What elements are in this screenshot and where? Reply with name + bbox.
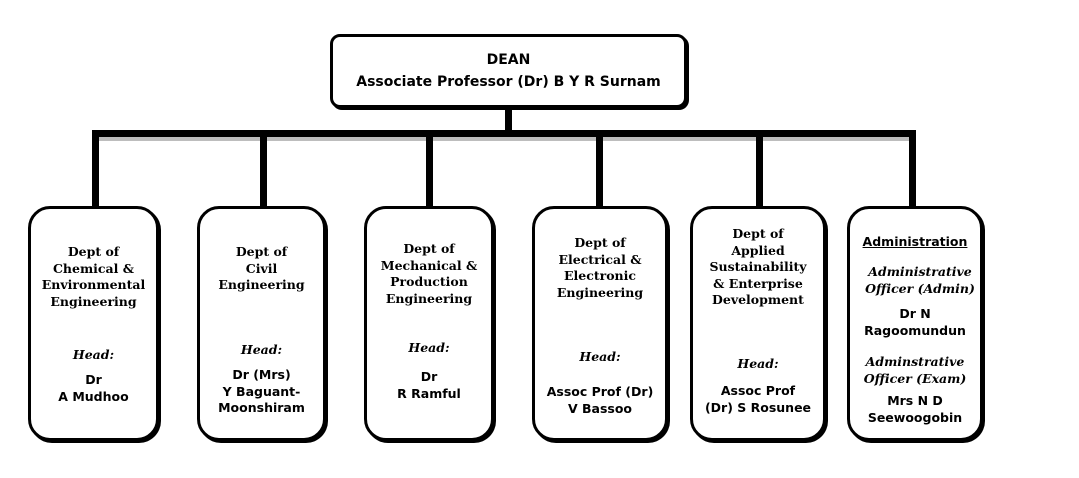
dept-name-line: Chemical & (52, 260, 135, 276)
head-name-line: R Ramful (397, 385, 461, 401)
head-name-line: V Bassoo (567, 400, 633, 416)
dept-name: Dept of Electrical & Electronic Engineer… (539, 235, 661, 301)
dept-name-line: Electronic (564, 268, 636, 283)
dept-name-line: Dept of (403, 241, 455, 256)
head-label: Head: (240, 342, 283, 357)
dept-name: Dept of Civil Engineering (204, 244, 319, 294)
dept-name-line: Engineering (218, 277, 305, 292)
name-line: Ragoomundun (864, 322, 966, 338)
dept-name-line: Electrical & (558, 251, 642, 267)
head-name: Assoc Prof (Dr) S Rosunee (697, 383, 819, 416)
name-line: Dr N (899, 306, 931, 321)
role-line: Officer (Admin) (865, 280, 975, 296)
horizontal-bar (92, 130, 916, 137)
trunk-line (505, 107, 512, 133)
dept-name-line: Environmental (41, 277, 146, 292)
head-name-line: Dr (420, 369, 438, 384)
role-line: Officer (Exam) (863, 370, 967, 386)
dean-box: DEAN Associate Professor (Dr) B Y R Surn… (330, 34, 687, 108)
dept-name-line: & Enterprise (713, 275, 803, 291)
dept-name-line: Engineering (385, 290, 473, 306)
drop-line (260, 130, 267, 208)
dept-name-line: Applied (731, 242, 785, 258)
dept-name-line: Dept of (732, 226, 784, 241)
head-label: Head: (579, 349, 621, 364)
head-label: Head: (737, 356, 779, 371)
dept-name-line: Production (390, 274, 468, 289)
role-line: Adminstrative (865, 354, 965, 369)
head-name-line: (Dr) S Rosunee (704, 399, 812, 415)
dept-name-line: Development (712, 292, 804, 307)
head-name-line: A Mudhoo (58, 388, 129, 404)
dept-name-line: Dept of (235, 244, 288, 259)
drop-line (756, 130, 763, 208)
admin-officer-name: Dr N Ragoomundun (854, 306, 976, 339)
role-line: Administrative (868, 264, 972, 279)
drop-line (596, 130, 603, 208)
dept-name: Dept of Chemical & Environmental Enginee… (35, 244, 152, 310)
dept-mechanical-box: Dept of Mechanical & Production Engineer… (364, 206, 494, 441)
dept-name-line: Engineering (50, 293, 137, 309)
head-name-line: Dr (Mrs) (232, 367, 291, 382)
dept-name-line: Mechanical & (380, 257, 478, 273)
dept-chemical-box: Dept of Chemical & Environmental Enginee… (28, 206, 159, 441)
head-name-line: Assoc Prof (Dr) (546, 384, 654, 399)
dept-applied-sustainability-box: Dept of Applied Sustainability & Enterpr… (690, 206, 826, 441)
admin-officer-role: Administrative Officer (Admin) (854, 264, 976, 297)
drop-line (909, 130, 916, 208)
horizontal-bar-shade (96, 137, 916, 141)
exam-officer-name: Mrs N D Seewoogobin (854, 393, 976, 426)
head-name-line: Y Baguant- (222, 383, 301, 399)
name-line: Seewoogobin (867, 409, 963, 425)
dept-name-line: Dept of (574, 235, 626, 250)
head-name: Dr (Mrs) Y Baguant- Moonshiram (204, 367, 319, 417)
head-name-line: Assoc Prof (720, 383, 796, 398)
dept-name-line: Engineering (556, 284, 644, 300)
drop-line (92, 130, 99, 208)
dept-name-line: Dept of (67, 244, 120, 259)
dept-name-line: Civil (245, 260, 278, 276)
administration-title: Administration (862, 234, 968, 249)
head-label: Head: (72, 347, 115, 362)
dept-name: Dept of Applied Sustainability & Enterpr… (697, 226, 819, 309)
head-label: Head: (408, 340, 450, 355)
name-line: Mrs N D (887, 393, 943, 408)
head-name: Dr R Ramful (371, 369, 487, 402)
head-name-line: Moonshiram (218, 400, 305, 415)
dept-civil-box: Dept of Civil Engineering Head: Dr (Mrs)… (197, 206, 326, 441)
head-name: Dr A Mudhoo (35, 372, 152, 405)
dept-name-line: Sustainability (709, 259, 807, 274)
dean-name: Associate Professor (Dr) B Y R Surnam (356, 74, 661, 90)
head-name: Assoc Prof (Dr) V Bassoo (539, 384, 661, 417)
exam-officer-role: Adminstrative Officer (Exam) (854, 354, 976, 387)
dept-name: Dept of Mechanical & Production Engineer… (371, 241, 487, 307)
dean-title: DEAN (486, 52, 531, 68)
head-name-line: Dr (85, 372, 102, 387)
administration-box: Administration Administrative Officer (A… (847, 206, 983, 441)
dept-electrical-box: Dept of Electrical & Electronic Engineer… (532, 206, 668, 441)
drop-line (426, 130, 433, 208)
